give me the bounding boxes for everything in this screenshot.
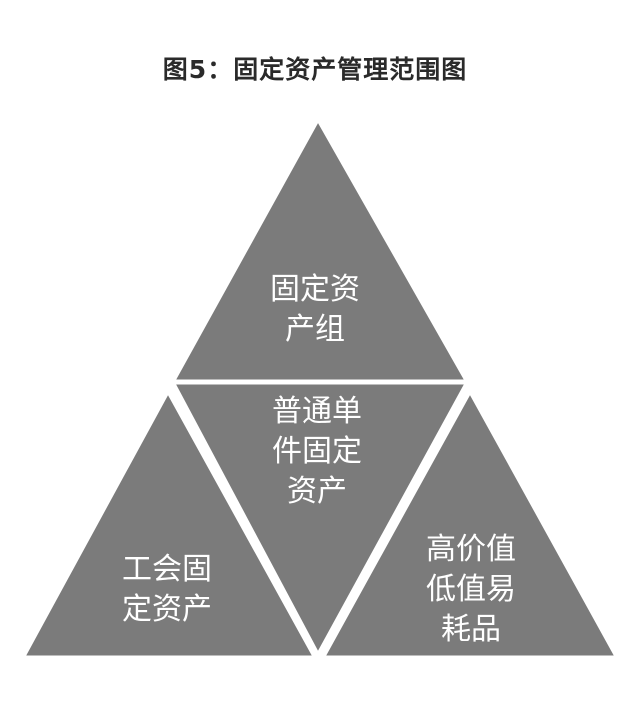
center-label-line-2: 件固定: [272, 434, 362, 469]
left-label-line-2: 定资产: [122, 592, 212, 627]
right-label-line-1: 高价值: [426, 532, 516, 567]
center-triangle: [169, 379, 471, 659]
diagram-title: 图5：固定资产管理范围图: [162, 55, 468, 84]
top-label-line-2: 产组: [285, 312, 345, 347]
right-triangle: [319, 387, 621, 661]
right-label-line-3: 耗品: [441, 612, 501, 647]
left-section-label: 工会固 定资产: [92, 550, 242, 630]
center-section-label: 普通单 件固定 资产: [242, 392, 392, 512]
center-label-line-1: 普通单: [272, 394, 362, 429]
center-label-line-3: 资产: [287, 474, 347, 509]
left-triangle: [19, 387, 319, 661]
right-label-line-2: 低值易: [426, 572, 516, 607]
top-section-label: 固定资 产组: [240, 270, 390, 350]
right-section-label: 高价值 低值易 耗品: [396, 530, 546, 650]
left-label-line-1: 工会固: [122, 552, 212, 587]
top-label-line-1: 固定资: [270, 272, 360, 307]
